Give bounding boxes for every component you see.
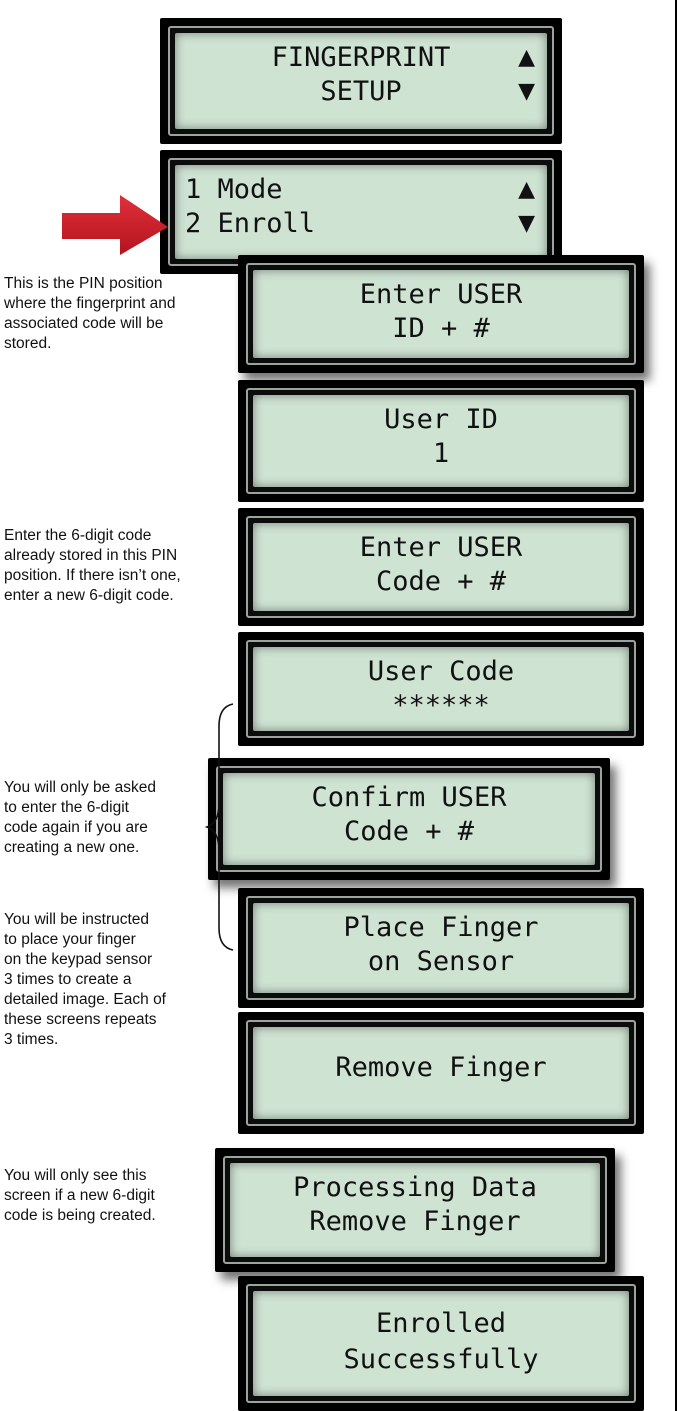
lcd-line-2: on Sensor xyxy=(367,946,515,977)
curly-brace-icon xyxy=(205,703,234,951)
lcd-line-2: ****** xyxy=(392,690,490,721)
note-confirm: You will only be asked to enter the 6-di… xyxy=(4,779,156,856)
lcd-enter-user-code: Enter USER Code + # xyxy=(238,508,644,626)
right-margin-rule xyxy=(675,0,677,1411)
lcd-line-2: SETUP xyxy=(320,76,402,107)
lcd-line-1: Enrolled xyxy=(375,1308,507,1339)
lcd-remove-finger: Remove Finger xyxy=(238,1012,644,1134)
lcd-menu: 1 Mode 2 Enroll ▲ ▼ xyxy=(160,150,562,274)
scroll-down-icon: ▼ xyxy=(518,79,535,104)
note-enter-code: Enter the 6-digit code already stored in… xyxy=(4,527,181,604)
note-instructed: You will be instructed to place your fin… xyxy=(4,911,166,1048)
note-processing: You will only see this screen if a new 6… xyxy=(4,1167,156,1224)
lcd-line-2: 1 xyxy=(432,438,450,469)
lcd-place-finger: Place Finger on Sensor xyxy=(238,888,644,1008)
scroll-down-icon: ▼ xyxy=(518,211,535,236)
scroll-up-icon: ▲ xyxy=(518,177,535,202)
lcd-line-2: Code + # xyxy=(375,566,507,597)
lcd-line-1: Processing Data xyxy=(293,1172,537,1203)
lcd-line-1: Enter USER xyxy=(359,279,523,310)
lcd-line-1: User ID xyxy=(384,404,498,435)
lcd-line-2: ID + # xyxy=(392,313,490,344)
lcd-line-1: Confirm USER xyxy=(311,782,507,813)
lcd-user-code: User Code ****** xyxy=(238,632,644,746)
red-pointer-arrow-icon xyxy=(62,195,168,255)
menu-item-mode: 1 Mode xyxy=(185,174,283,205)
lcd-line-2: Successfully xyxy=(343,1344,539,1375)
lcd-fingerprint-setup: FINGERPRINT SETUP ▲ ▼ xyxy=(160,18,562,144)
lcd-line-1: Enter USER xyxy=(359,532,523,563)
lcd-enter-user-id: Enter USER ID + # xyxy=(238,255,644,373)
lcd-line-1: FINGERPRINT xyxy=(271,42,451,73)
lcd-user-id: User ID 1 xyxy=(238,380,644,502)
lcd-line-2: Code + # xyxy=(343,816,475,847)
lcd-line-1: User Code xyxy=(367,656,515,687)
note-pin-position: This is the PIN position where the finge… xyxy=(4,275,176,352)
lcd-line-1: Place Finger xyxy=(343,912,539,943)
lcd-processing: Processing Data Remove Finger xyxy=(215,1148,615,1272)
menu-item-enroll: 2 Enroll xyxy=(185,208,316,239)
lcd-confirm-user-code: Confirm USER Code + # xyxy=(208,758,610,880)
scroll-up-icon: ▲ xyxy=(518,45,535,70)
lcd-line-1: Remove Finger xyxy=(335,1052,547,1083)
lcd-line-2: Remove Finger xyxy=(309,1206,521,1237)
lcd-enrolled: Enrolled Successfully xyxy=(238,1276,644,1411)
